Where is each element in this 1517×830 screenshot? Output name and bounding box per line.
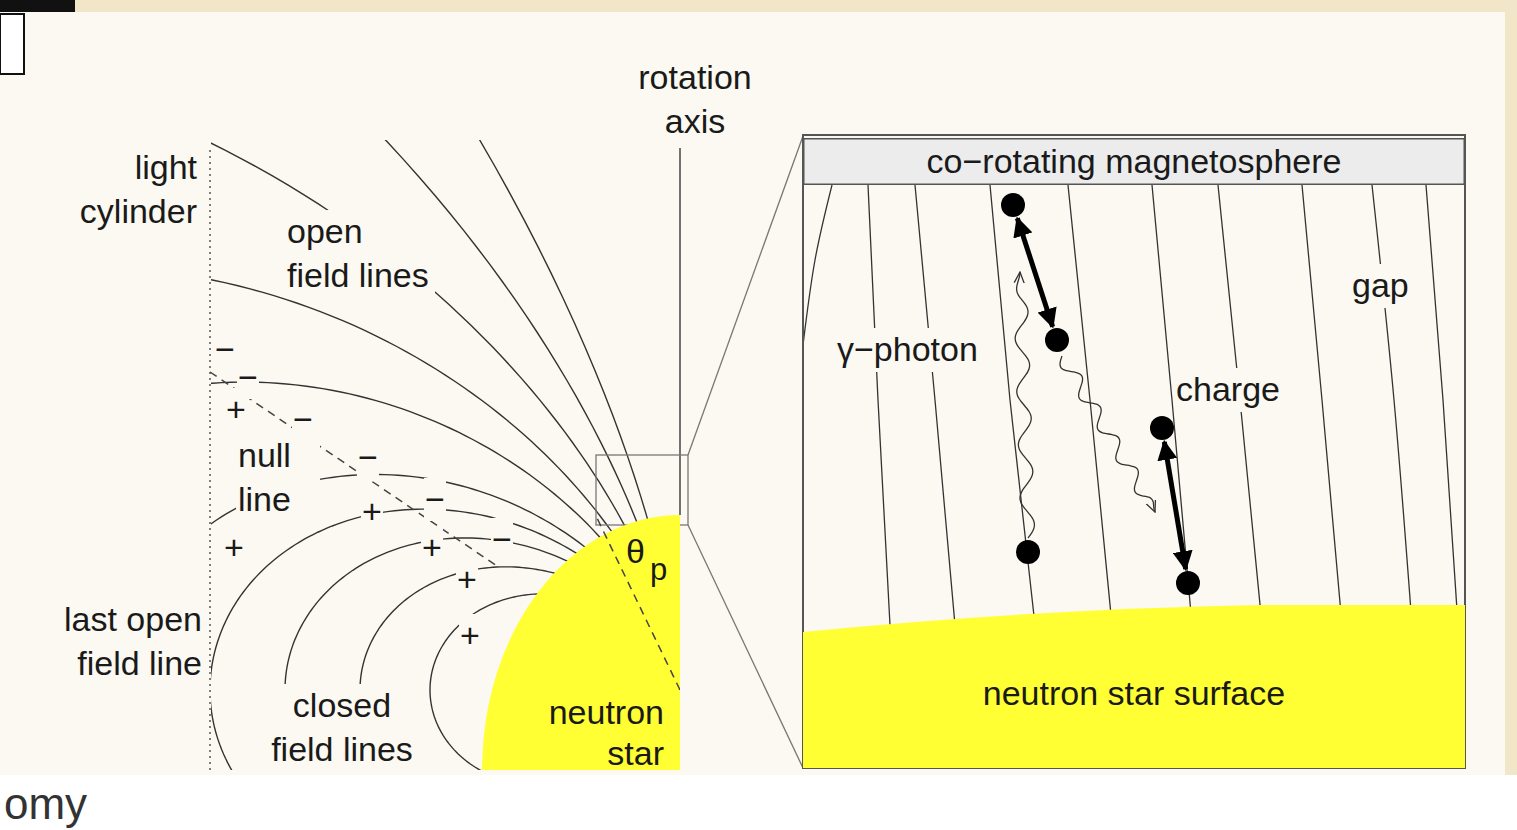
field-line xyxy=(211,382,680,770)
charge-sign: − xyxy=(491,518,513,561)
inset-field-lines xyxy=(804,185,1458,625)
angle-symbol: θ xyxy=(624,530,647,574)
magnetosphere-band: co−rotating magnetosphere xyxy=(803,138,1465,185)
charge-sign: + xyxy=(361,490,383,533)
field-line xyxy=(868,185,890,625)
field-line xyxy=(804,185,832,345)
charge-sign: + xyxy=(223,526,245,569)
null-line xyxy=(210,372,500,568)
angle-symbol: p xyxy=(648,550,669,590)
surface-fill xyxy=(803,605,1465,768)
corner-mark xyxy=(0,0,75,12)
charge-sign: − xyxy=(292,398,314,441)
node-label: neutron star surface xyxy=(803,673,1465,714)
zoom-leader xyxy=(688,525,803,768)
annotation: closed field lines xyxy=(256,684,428,771)
gamma-photon xyxy=(1060,356,1155,512)
particle-dot xyxy=(1176,571,1200,595)
star-body xyxy=(482,515,680,770)
particle-dot xyxy=(1045,328,1069,352)
lower-ground xyxy=(0,775,1517,830)
node-label: co−rotating magnetosphere xyxy=(803,141,1465,182)
charge-sign: − xyxy=(424,478,446,521)
field-line xyxy=(1426,185,1458,625)
charge-sign: − xyxy=(214,328,236,371)
node-label: neutron star xyxy=(504,692,664,774)
field-line xyxy=(211,267,680,770)
annotation: open field lines xyxy=(285,210,435,297)
band-fill xyxy=(804,139,1465,185)
charge-sign: + xyxy=(421,526,443,569)
field-line xyxy=(915,185,955,625)
charge-sign: + xyxy=(456,558,478,601)
pair-cascade xyxy=(1001,193,1200,595)
rotation-axis xyxy=(679,148,681,515)
particle-dot xyxy=(1016,540,1040,564)
annotation: last open field line xyxy=(12,598,204,685)
panel-ground xyxy=(0,12,1505,775)
pair-arrow xyxy=(1164,442,1185,569)
annotation: charge xyxy=(1174,368,1282,412)
zoom-leader xyxy=(688,136,803,455)
inset-frame xyxy=(803,135,1465,768)
particle-dot xyxy=(1001,193,1025,217)
gamma-photon xyxy=(1015,272,1034,538)
particle-dot xyxy=(1150,416,1174,440)
annotation: light cylinder xyxy=(28,146,199,233)
field-line xyxy=(1302,185,1342,625)
annotation: rotation axis xyxy=(608,56,782,143)
zoom-box xyxy=(596,455,688,525)
field-line xyxy=(211,509,680,770)
field-line xyxy=(1068,185,1112,625)
charge-sign: − xyxy=(357,436,379,479)
charge-sign: + xyxy=(459,614,481,657)
surface-band: neutron star surface xyxy=(803,605,1465,768)
annotation: null line xyxy=(236,434,320,521)
annotation: gap xyxy=(1350,264,1411,308)
annotation: γ−photon xyxy=(835,328,980,372)
charge-sign: + xyxy=(225,388,247,431)
light-cylinder xyxy=(209,150,211,770)
corner-box xyxy=(0,14,24,74)
pair-arrow xyxy=(1017,218,1052,326)
polar-cap-angle-line xyxy=(597,518,680,690)
field-line xyxy=(1372,185,1412,625)
page-border xyxy=(0,0,1517,775)
annotation: omy xyxy=(2,782,89,826)
